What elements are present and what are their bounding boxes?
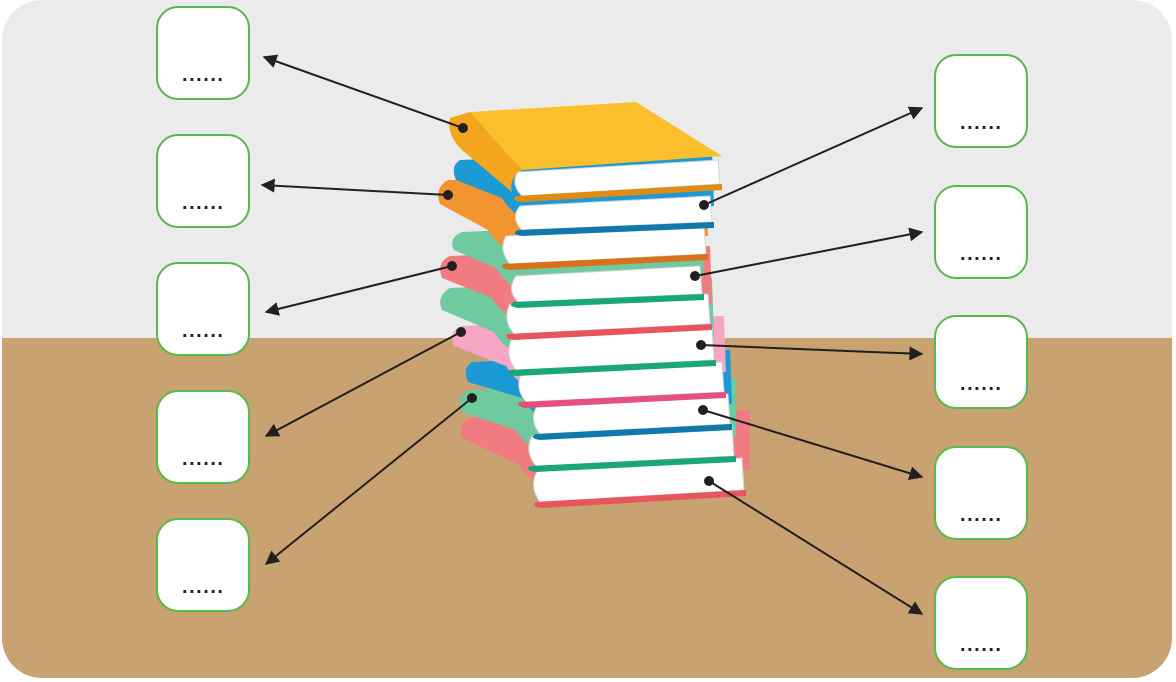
answer-box-right-5[interactable]: ...... xyxy=(934,576,1028,670)
answer-box-left-4[interactable]: ...... xyxy=(156,390,250,484)
pointer-dot xyxy=(456,327,466,337)
pointer-dot xyxy=(696,340,706,350)
answer-placeholder: ...... xyxy=(158,68,248,84)
answer-placeholder: ...... xyxy=(936,377,1026,393)
answer-placeholder: ...... xyxy=(936,508,1026,524)
pointer-dot xyxy=(690,271,700,281)
answer-placeholder: ...... xyxy=(158,580,248,596)
pointer-dot xyxy=(447,261,457,271)
arrow-left-4 xyxy=(266,332,461,436)
pointer-dot xyxy=(443,190,453,200)
pointer-dot xyxy=(704,476,714,486)
arrow-right-2 xyxy=(695,232,922,276)
book-stack xyxy=(438,102,750,508)
answer-placeholder: ...... xyxy=(158,324,248,340)
answer-placeholder: ...... xyxy=(936,247,1026,263)
answer-placeholder: ...... xyxy=(936,638,1026,654)
arrow-right-1 xyxy=(704,108,922,205)
answer-placeholder: ...... xyxy=(158,452,248,468)
arrow-left-5 xyxy=(266,398,472,564)
arrow-left-2 xyxy=(262,185,448,195)
answer-box-right-4[interactable]: ...... xyxy=(934,446,1028,540)
pointer-dot xyxy=(699,200,709,210)
answer-box-left-1[interactable]: ...... xyxy=(156,6,250,100)
arrow-right-5 xyxy=(709,481,922,614)
answer-box-right-3[interactable]: ...... xyxy=(934,315,1028,409)
arrow-right-3 xyxy=(701,345,922,354)
answer-box-left-5[interactable]: ...... xyxy=(156,518,250,612)
answer-box-left-3[interactable]: ...... xyxy=(156,262,250,356)
answer-box-right-2[interactable]: ...... xyxy=(934,185,1028,279)
pointer-dot xyxy=(698,405,708,415)
arrow-left-1 xyxy=(264,57,463,128)
answer-box-right-1[interactable]: ...... xyxy=(934,54,1028,148)
answer-box-left-2[interactable]: ...... xyxy=(156,134,250,228)
answer-placeholder: ...... xyxy=(936,116,1026,132)
arrow-left-3 xyxy=(266,266,452,312)
answer-placeholder: ...... xyxy=(158,196,248,212)
pointer-dot xyxy=(458,123,468,133)
pointer-dot xyxy=(467,393,477,403)
